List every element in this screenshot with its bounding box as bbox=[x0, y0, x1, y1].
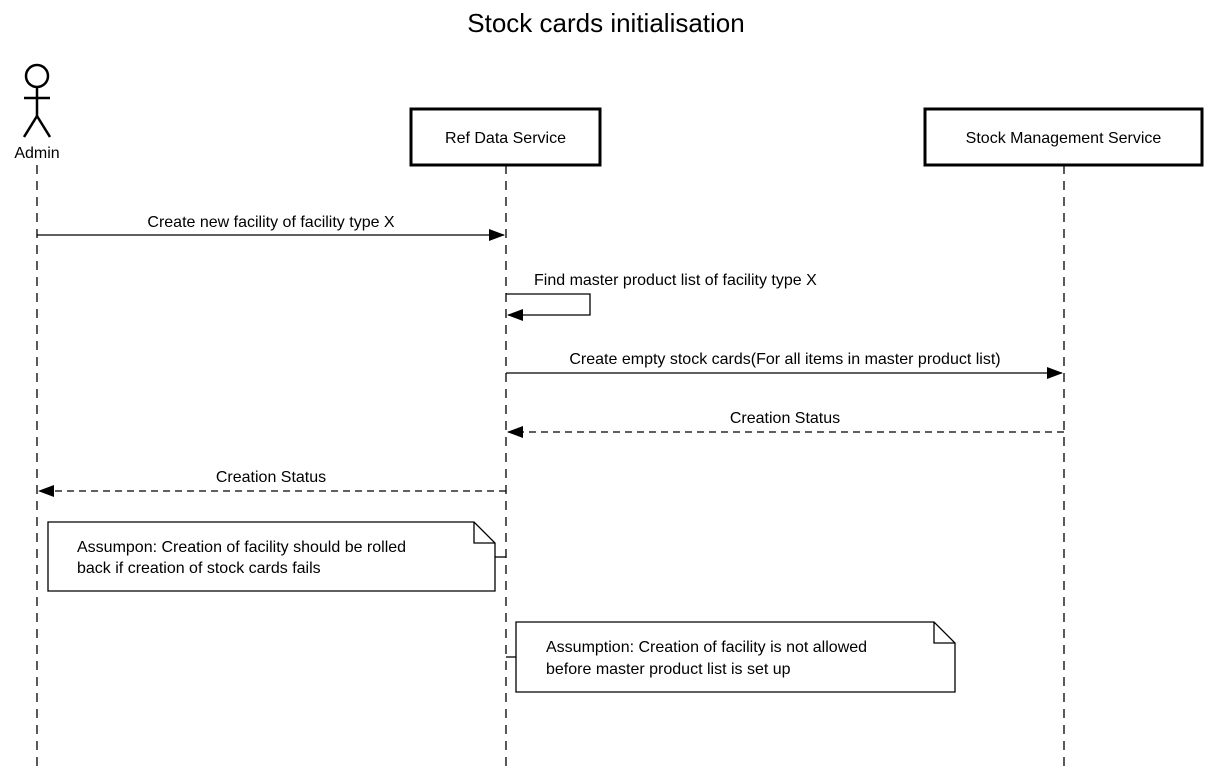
note-shape bbox=[47, 521, 496, 592]
diagram-title: Stock cards initialisation bbox=[467, 8, 744, 38]
message-label: Find master product list of facility typ… bbox=[534, 272, 817, 289]
message-find-master-list: Find master product list of facility typ… bbox=[506, 272, 817, 321]
note-text-line-1: Assumption: Creation of facility is not … bbox=[546, 639, 867, 656]
note-master-list-assumption: Assumption: Creation of facility is not … bbox=[506, 621, 956, 693]
message-creation-status-return-2: Creation Status bbox=[38, 469, 506, 497]
participant-ref-data-service: Ref Data Service bbox=[409, 107, 602, 167]
message-label: Create empty stock cards(For all items i… bbox=[569, 351, 1000, 368]
message-label: Creation Status bbox=[730, 410, 840, 427]
participant-stock-management-service: Stock Management Service bbox=[923, 107, 1204, 167]
message-creation-status-return-1: Creation Status bbox=[507, 410, 1064, 438]
message-create-facility: Create new facility of facility type X bbox=[37, 214, 505, 241]
note-text-line-1: Assumpon: Creation of facility should be… bbox=[77, 539, 406, 556]
note-text-line-2: before master product list is set up bbox=[546, 661, 791, 678]
actor-admin: Admin bbox=[14, 63, 60, 162]
stick-figure-icon bbox=[22, 63, 52, 138]
message-label: Create new facility of facility type X bbox=[147, 214, 395, 231]
participant-stock-management-service-label: Stock Management Service bbox=[966, 130, 1162, 147]
note-rollback-assumption: Assumpon: Creation of facility should be… bbox=[47, 521, 506, 592]
participant-ref-data-service-label: Ref Data Service bbox=[445, 130, 566, 147]
self-call-arrow bbox=[506, 293, 591, 321]
note-text-line-2: back if creation of stock cards fails bbox=[77, 560, 321, 577]
message-create-stock-cards: Create empty stock cards(For all items i… bbox=[506, 351, 1063, 379]
actor-admin-label: Admin bbox=[14, 145, 59, 162]
note-shape bbox=[515, 621, 956, 693]
message-label: Creation Status bbox=[216, 469, 326, 486]
